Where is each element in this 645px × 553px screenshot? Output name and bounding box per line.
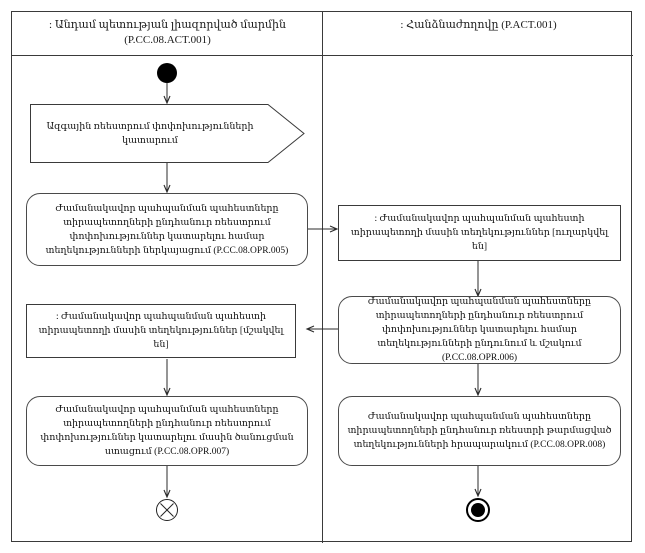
flow-final-node — [156, 499, 178, 521]
lane-vertical-divider — [322, 12, 323, 543]
object-node-processed[interactable]: : Ժամանակավոր պահպանման պահեստի տիրապետո… — [26, 304, 296, 358]
lane-title-left-line1: : Անդամ պետության լիազորված մարմին — [49, 19, 286, 31]
action-node-opr005-label: Ժամանակավոր պահպանման պահեստները տիրապետ… — [45, 203, 289, 256]
action-node-opr008-label: Ժամանակավոր պահպանման պահեստները տիրապետ… — [347, 412, 612, 450]
initial-node — [157, 63, 177, 83]
action-node-opr007-label: Ժամանակավոր պահպանման պահեստները տիրապետ… — [40, 405, 294, 457]
action-node-opr008[interactable]: Ժամանակավոր պահպանման պահեստները տիրապետ… — [338, 396, 621, 466]
action-node-opr005[interactable]: Ժամանակավոր պահպանման պահեստները տիրապետ… — [26, 193, 308, 266]
action-node-opr007[interactable]: Ժամանակավոր պահպանման պահեստները տիրապետ… — [26, 396, 308, 466]
object-node-sent[interactable]: : Ժամանակավոր պահպանման պահեստի տիրապետո… — [338, 205, 621, 261]
activity-final-node — [466, 498, 490, 522]
flow-final-cross-icon — [160, 503, 174, 517]
lane-title-right-line1: : Հանձնաժողովը (P.ACT.001) — [400, 19, 557, 31]
send-signal-action-node: Ազգային ռեեստրում փոփոխությունների կատար… — [30, 104, 305, 163]
action-node-opr006-label: Ժամանակավոր պահպանման պահեստները տիրապետ… — [367, 297, 592, 363]
send-signal-shape — [30, 104, 305, 163]
lane-title-left: : Անդամ պետության լիազորված մարմին (P.CC… — [13, 18, 322, 48]
object-node-processed-label: : Ժամանակավոր պահպանման պահեստի տիրապետո… — [38, 312, 284, 350]
lane-title-left-line2: (P.CC.08.ACT.001) — [124, 34, 211, 46]
action-node-opr006[interactable]: Ժամանակավոր պահպանման պահեստները տիրապետ… — [338, 296, 621, 364]
object-node-sent-label: : Ժամանակավոր պահպանման պահեստի տիրապետո… — [350, 214, 609, 252]
lane-title-right: : Հանձնաժողովը (P.ACT.001) — [324, 18, 633, 33]
send-signal-label: Ազգային ռեեստրում փոփոխությունների կատար… — [46, 121, 254, 146]
